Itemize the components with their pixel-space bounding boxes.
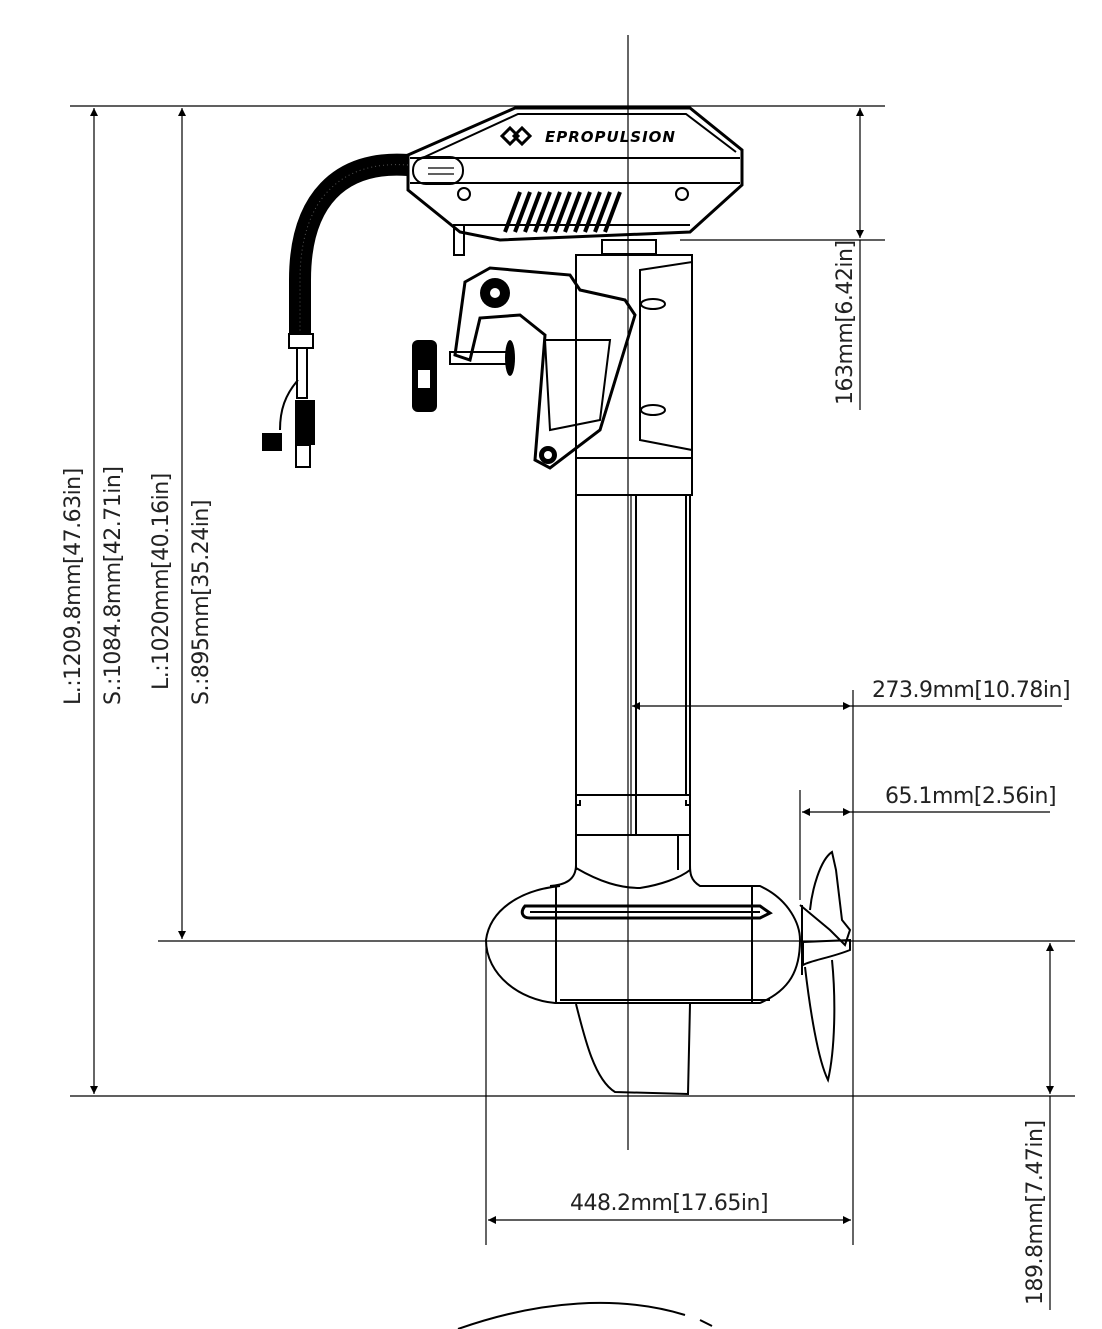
- shaft-height-short-label: S.:895mm[35.24in]: [189, 500, 214, 705]
- power-cable: [262, 153, 409, 468]
- partial-view-dash: [699, 1319, 713, 1327]
- lower-unit-length-label: 448.2mm[17.65in]: [570, 1191, 768, 1216]
- dimension-labels: L.:1209.8mm[47.63in] S.:1084.8mm[42.71in…: [61, 240, 1071, 1305]
- shaft-height-long-label: L.:1020mm[40.16in]: [149, 473, 174, 690]
- prop-width-label: 65.1mm[2.56in]: [885, 784, 1056, 809]
- vent-fins-icon: [503, 191, 622, 233]
- lower-unit: [484, 864, 802, 1096]
- propeller: [799, 850, 852, 1083]
- shaft-housing: [575, 254, 693, 870]
- motor-head: EPROPULSION: [406, 106, 744, 256]
- depth-label: 189.8mm[7.47in]: [1023, 1120, 1048, 1305]
- partial-view-arc: [457, 1301, 686, 1329]
- brand-logo-text: EPROPULSION: [545, 128, 676, 146]
- shaft-to-prop-label: 273.9mm[10.78in]: [872, 678, 1070, 703]
- handle-slot: [412, 156, 464, 185]
- epropulsion-logo-icon: [499, 125, 533, 147]
- transom-clamp: [412, 266, 637, 470]
- motor-head-height-label: 163mm[6.42in]: [833, 240, 858, 405]
- total-height-short-label: S.:1084.8mm[42.71in]: [101, 467, 126, 705]
- total-height-long-label: L.:1209.8mm[47.63in]: [61, 468, 86, 705]
- skeg: [575, 1003, 691, 1096]
- reference-lines: [70, 35, 1075, 1245]
- shaft-tube: [575, 494, 691, 796]
- dimension-lines: [90, 108, 1062, 1310]
